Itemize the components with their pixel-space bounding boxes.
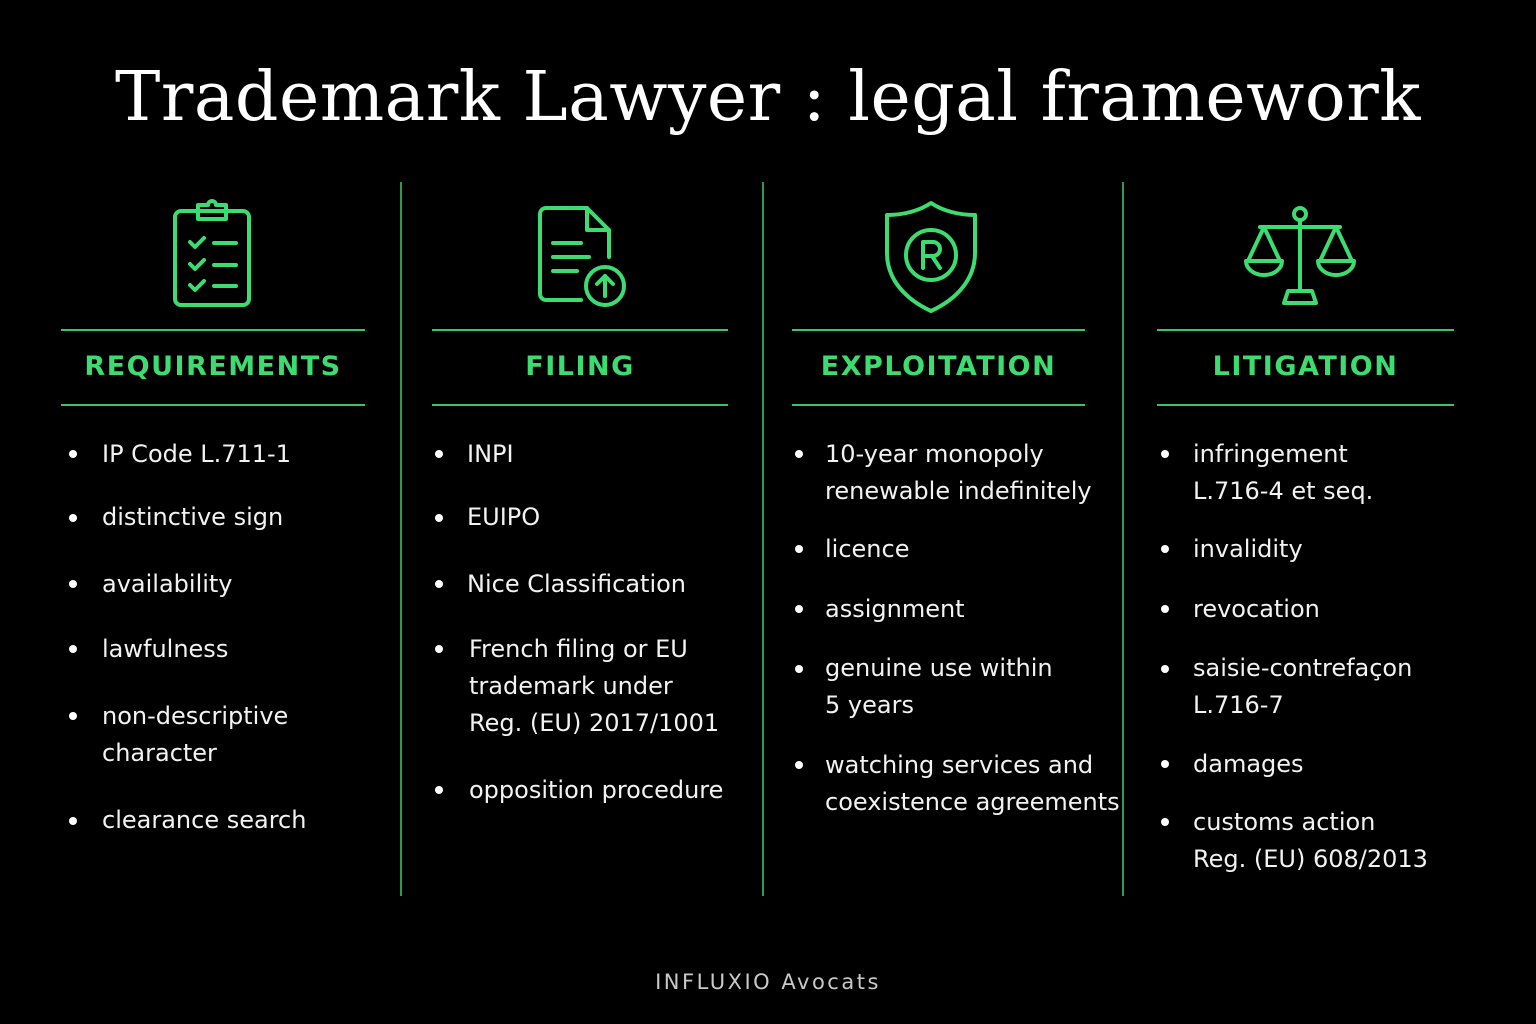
heading-exploitation: EXPLOITATION <box>820 351 1057 382</box>
list-item: customs action Reg. (EU) 608/2013 <box>1193 808 1428 873</box>
heading-rule-top <box>792 329 1085 331</box>
list-item: damages <box>1193 750 1304 778</box>
column-divider <box>400 182 402 896</box>
list-item: EUIPO <box>467 503 541 531</box>
list-item: watching services and coexistence agreem… <box>825 751 1120 816</box>
bullet <box>69 817 77 825</box>
list-item: opposition procedure <box>469 776 724 804</box>
bullet <box>795 450 803 458</box>
list-item: distinctive sign <box>102 503 284 531</box>
list-item: availability <box>102 570 233 598</box>
list-item: revocation <box>1193 595 1320 623</box>
list-item: genuine use within 5 years <box>825 654 1053 719</box>
bullet <box>435 450 443 458</box>
bullet <box>795 545 803 553</box>
list-item: non-descriptive character <box>102 702 289 767</box>
list-item: licence <box>825 535 910 563</box>
page-title: Trademark Lawyer : legal framework <box>115 58 1421 137</box>
bullet <box>1161 818 1169 826</box>
list-item: lawfulness <box>102 635 229 663</box>
column-divider <box>762 182 764 896</box>
list-item: French filing or EU trademark under Reg.… <box>469 635 720 737</box>
bullet <box>69 712 77 720</box>
bullet <box>1161 545 1169 553</box>
bullet <box>435 786 443 794</box>
heading-rule-bottom <box>61 404 365 406</box>
bullet <box>795 761 803 769</box>
bullet <box>795 665 803 673</box>
scales-of-justice-icon <box>1240 195 1360 317</box>
heading-rule-bottom <box>1157 404 1454 406</box>
bullet <box>1161 450 1169 458</box>
heading-requirements: REQUIREMENTS <box>84 351 342 382</box>
registered-shield-icon <box>871 195 991 317</box>
list-item: infringement L.716-4 et seq. <box>1193 440 1374 505</box>
heading-litigation: LITIGATION <box>1212 351 1399 382</box>
list-item: INPI <box>467 440 514 468</box>
column-divider <box>1122 182 1124 896</box>
clipboard-checklist-icon <box>152 195 272 317</box>
bullet <box>69 580 77 588</box>
list-item: Nice Classification <box>467 570 687 598</box>
bullet <box>435 514 443 522</box>
bullet <box>1161 665 1169 673</box>
document-upload-icon <box>519 195 639 317</box>
heading-rule-bottom <box>432 404 728 406</box>
bullet <box>69 514 77 522</box>
footer-brand: INFLUXIO Avocats <box>655 970 881 994</box>
list-item: assignment <box>825 595 965 623</box>
list-item: 10-year monopoly renewable indefinitely <box>825 440 1092 505</box>
heading-rule-top <box>1157 329 1454 331</box>
bullet <box>435 645 443 653</box>
bullet <box>69 450 77 458</box>
bullet <box>1161 605 1169 613</box>
bullet <box>69 645 77 653</box>
bullet <box>795 605 803 613</box>
heading-rule-bottom <box>792 404 1085 406</box>
heading-rule-top <box>432 329 728 331</box>
bullet <box>1161 760 1169 768</box>
heading-rule-top <box>61 329 365 331</box>
list-item: IP Code L.711-1 <box>102 440 291 468</box>
list-item: clearance search <box>102 806 307 834</box>
list-item: invalidity <box>1193 535 1303 563</box>
heading-filing: FILING <box>525 351 635 382</box>
bullet <box>435 580 443 588</box>
list-item: saisie-contrefaçon L.716-7 <box>1193 654 1413 719</box>
